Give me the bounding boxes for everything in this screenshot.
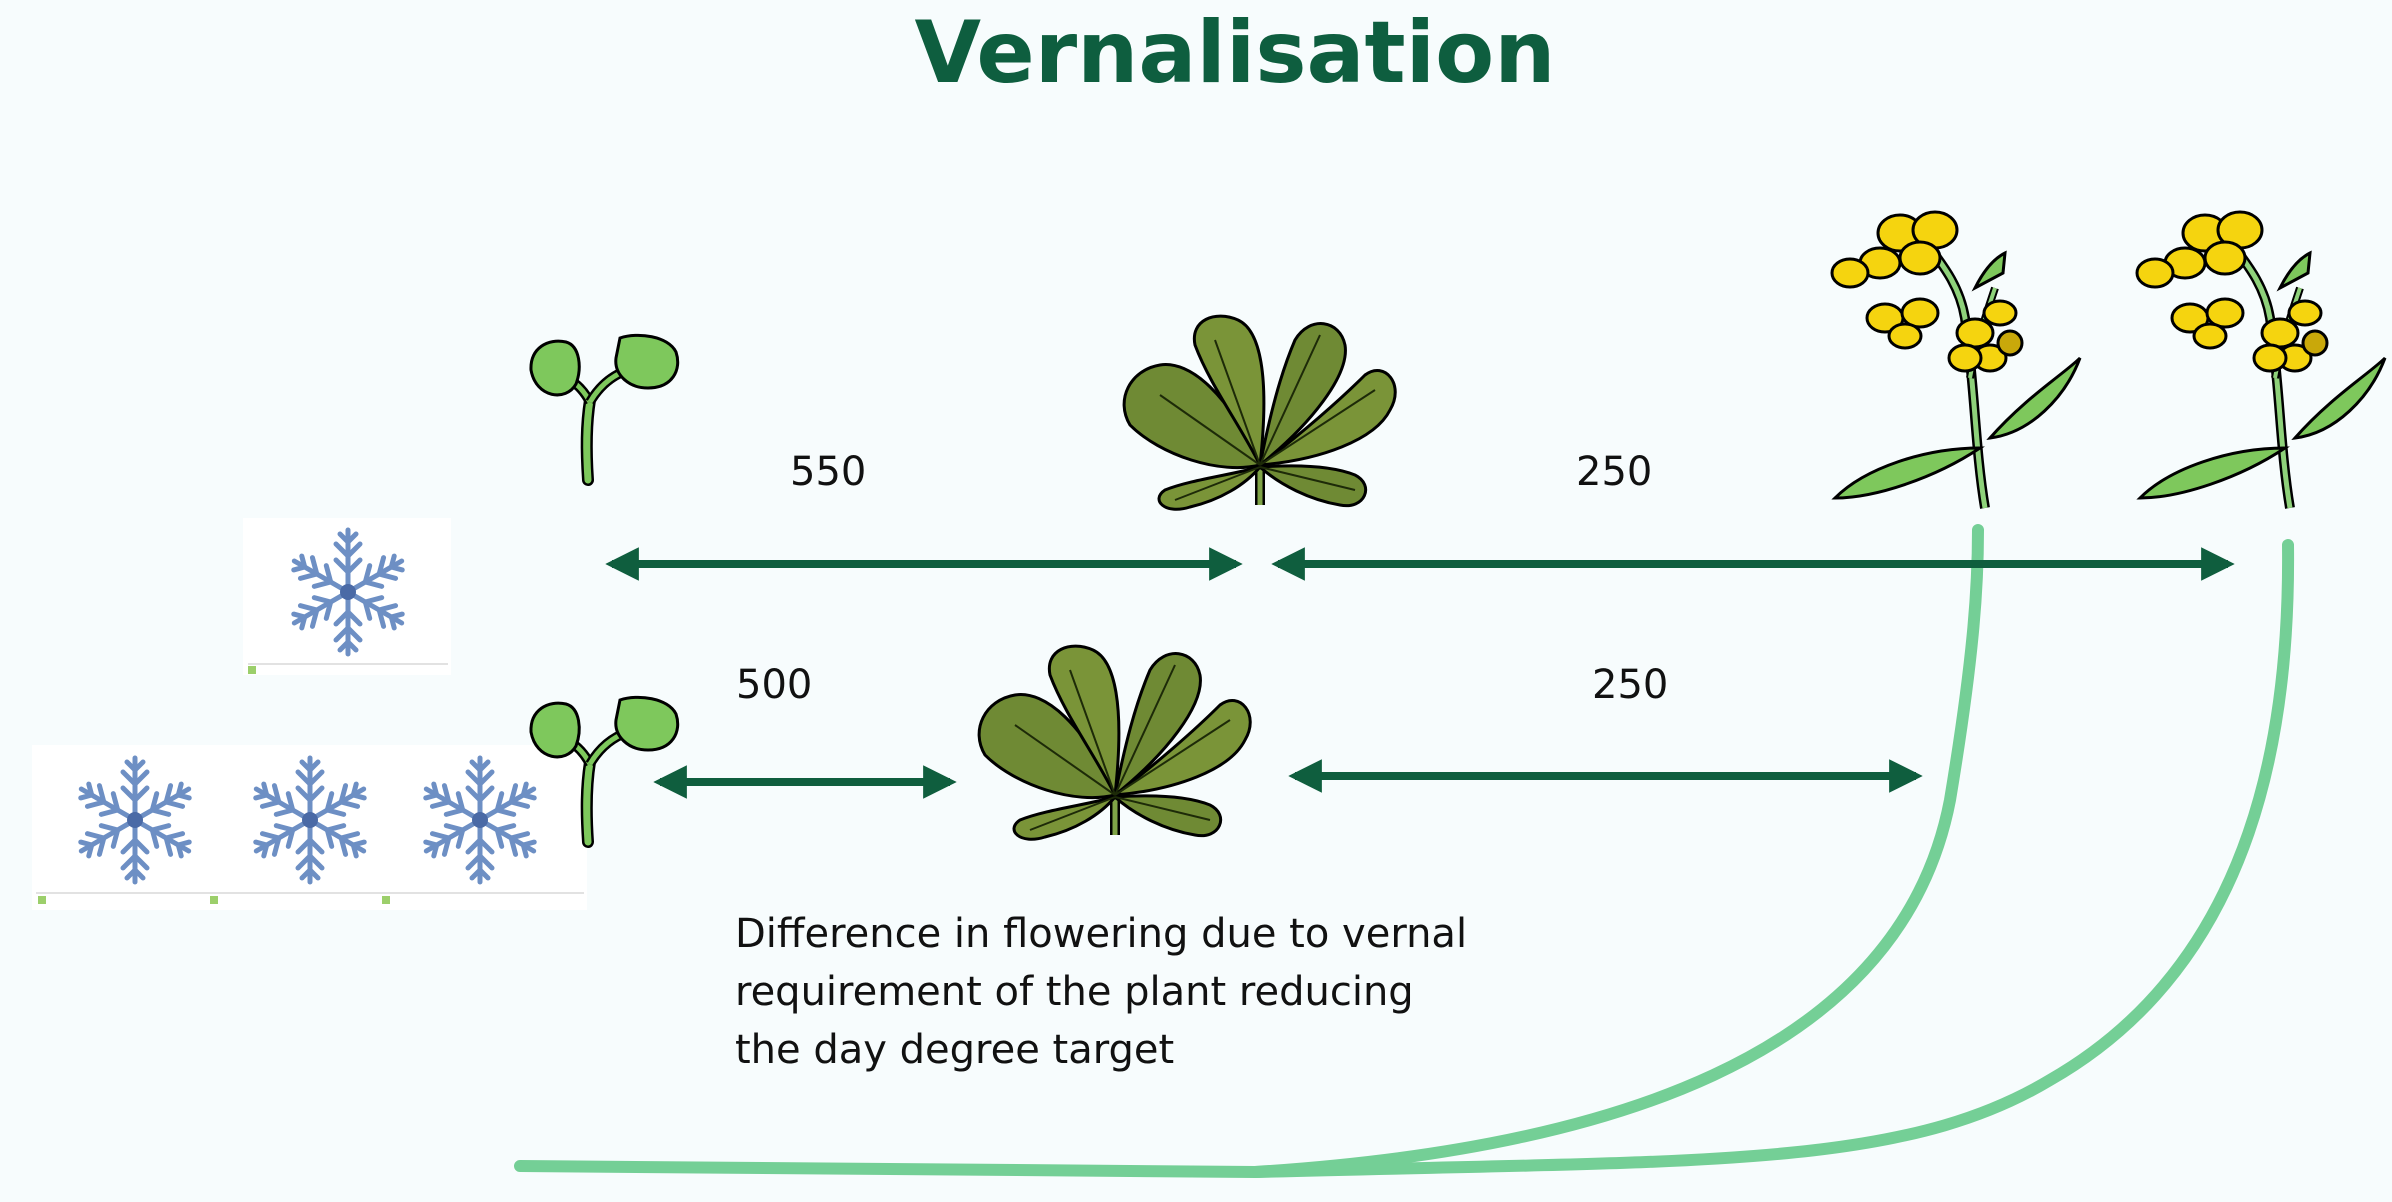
rosette-plant-icon [1124, 316, 1395, 509]
flowering-plant-icon [2137, 212, 2385, 508]
label-bottom-right: 250 [1592, 662, 1669, 708]
growth-curve-early [1249, 524, 1984, 1178]
label-top-left: 550 [790, 449, 867, 495]
label-bottom-left: 500 [736, 662, 813, 708]
label-top-right: 250 [1576, 449, 1653, 495]
page-title: Vernalisation [914, 3, 1556, 103]
rosette-plant-icon [979, 646, 1250, 839]
growth-curve-late [514, 539, 2295, 1179]
caption-line: Difference in flowering due to vernal [735, 911, 1468, 957]
caption-line: the day degree target [735, 1027, 1175, 1073]
snowflake-panel-triple [32, 745, 587, 910]
seedling-icon [531, 335, 678, 480]
caption-line: requirement of the plant reducing [735, 969, 1414, 1015]
snowflake-panel-single [243, 518, 451, 675]
flowering-plant-icon [1832, 212, 2080, 508]
caption-text: Difference in flowering due to vernal re… [735, 905, 1495, 1079]
